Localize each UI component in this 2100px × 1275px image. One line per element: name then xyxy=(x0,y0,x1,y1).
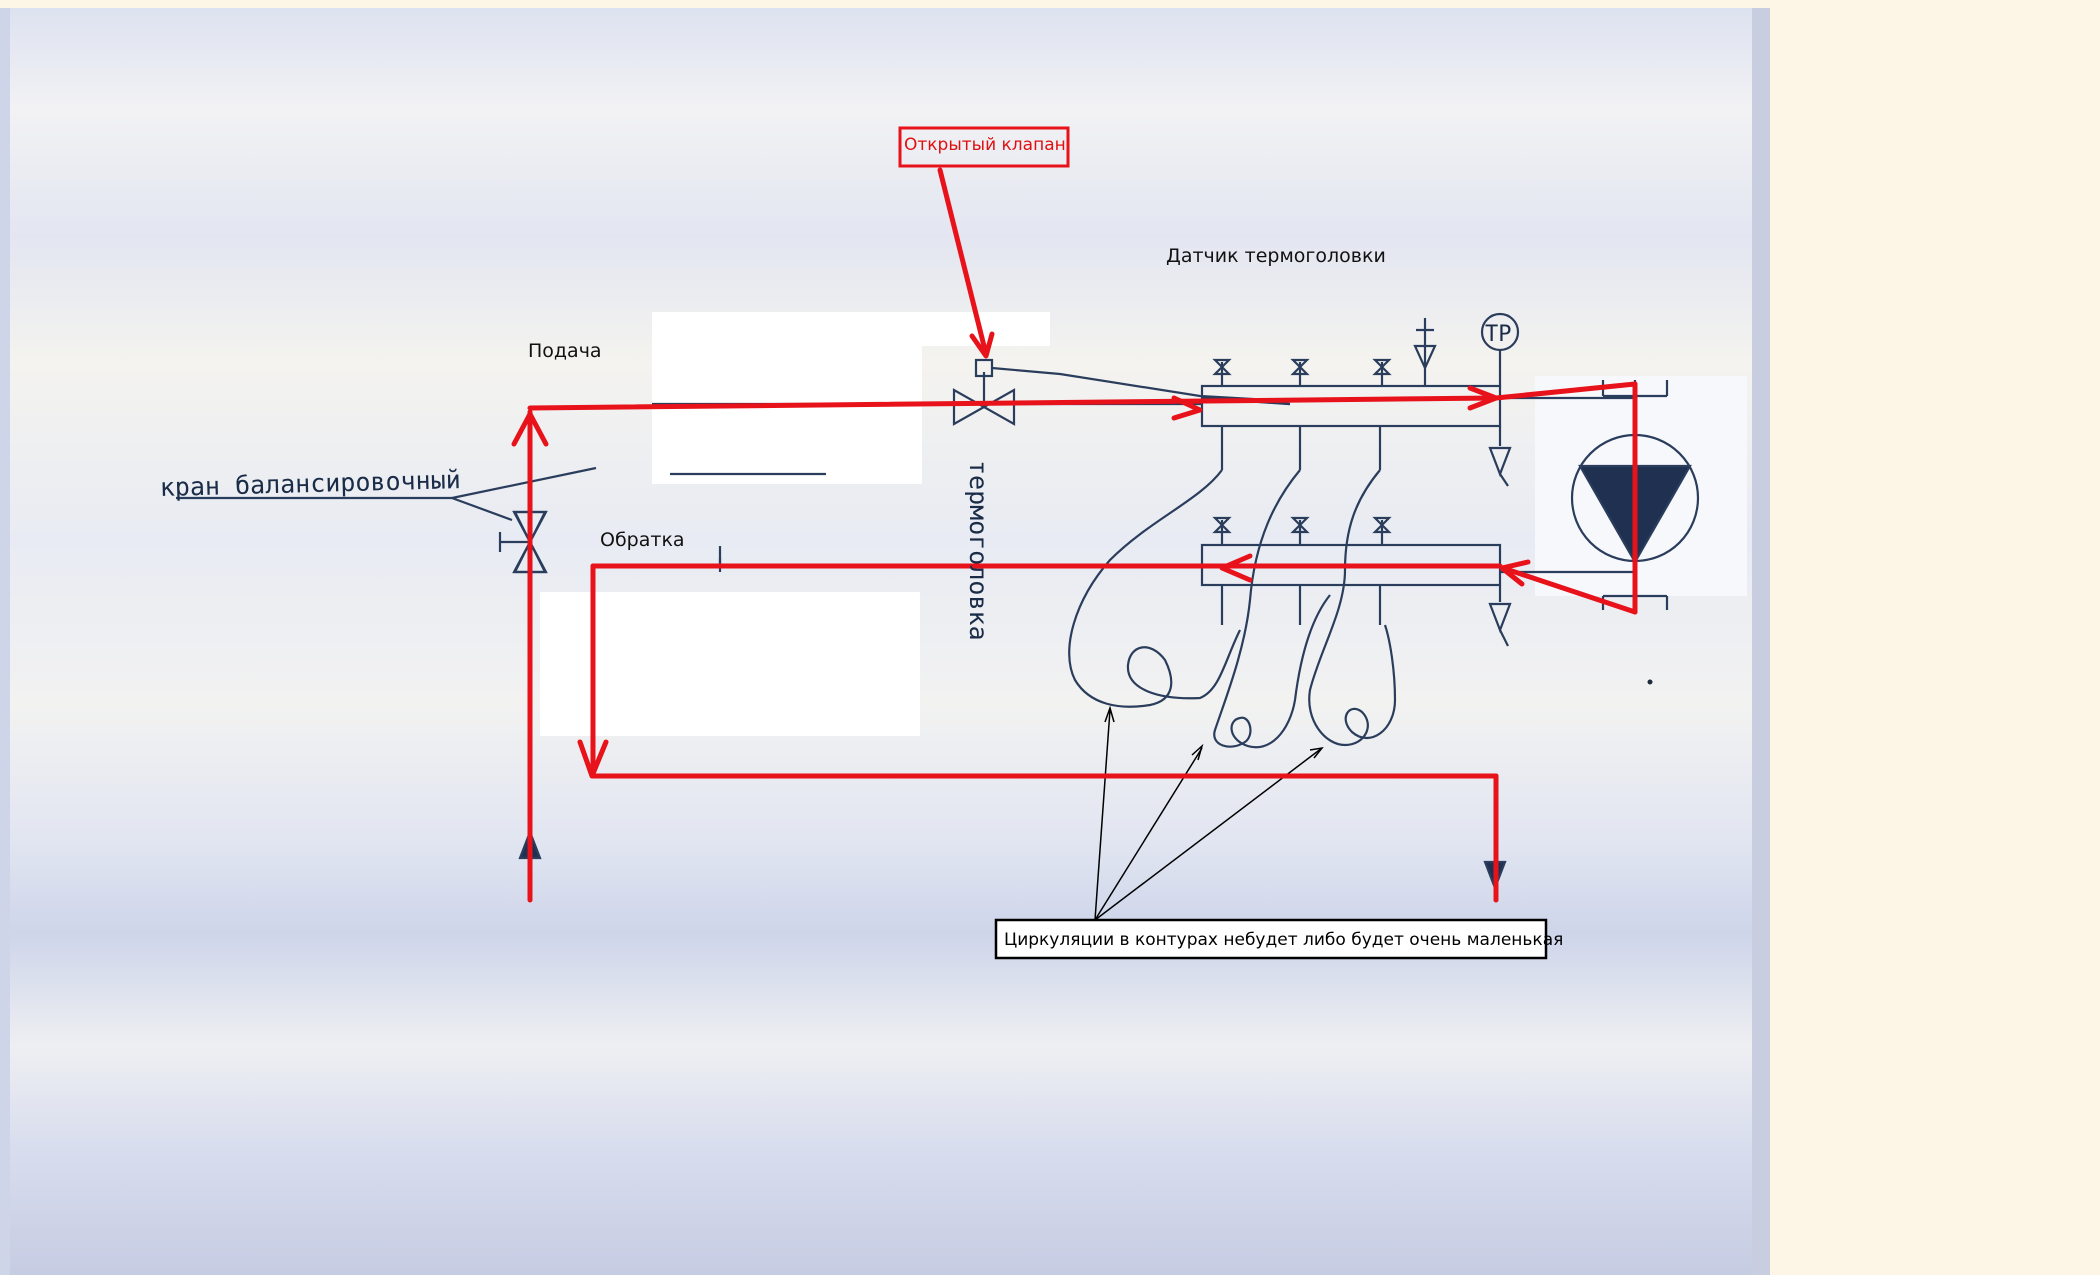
supply-manifold xyxy=(1200,384,1502,428)
circulation-note: Циркуляции в контурах небудет либо будет… xyxy=(1004,930,1563,950)
heating-loop-3 xyxy=(1308,469,1397,747)
flow-arrows xyxy=(511,167,1638,903)
open-valve-label-box xyxy=(898,126,1070,168)
supply-label: Подача xyxy=(528,340,602,362)
open-valve-label: Открытый клапан xyxy=(904,135,1066,155)
mask-area-middle xyxy=(652,344,922,484)
drain-symbol-return xyxy=(1488,585,1512,647)
thermal-head-label: термоголовка xyxy=(964,460,993,641)
temp-relay-label: ТР xyxy=(1485,322,1512,347)
return-label: Обратка xyxy=(600,529,685,551)
mask-area-bottom xyxy=(540,592,920,736)
heating-loop-2 xyxy=(1213,469,1331,749)
supply-manifold-valves xyxy=(1212,358,1392,386)
supply-main-arrow xyxy=(527,395,1499,411)
open-valve-pointer xyxy=(937,167,989,357)
sensor-label: Датчик термоголовки xyxy=(1166,245,1386,267)
paper-left-edge xyxy=(0,8,10,1275)
return-arrow-from-pump xyxy=(1500,565,1638,615)
circulation-note-box xyxy=(994,918,1548,960)
heating-loop-1 xyxy=(1068,469,1241,708)
ink-dot xyxy=(1647,679,1653,685)
paper-right-edge xyxy=(1752,8,1770,1275)
air-vent-symbol xyxy=(1413,318,1437,386)
return-manifold-valves xyxy=(1212,516,1392,545)
drain-symbol-supply xyxy=(1488,426,1512,487)
